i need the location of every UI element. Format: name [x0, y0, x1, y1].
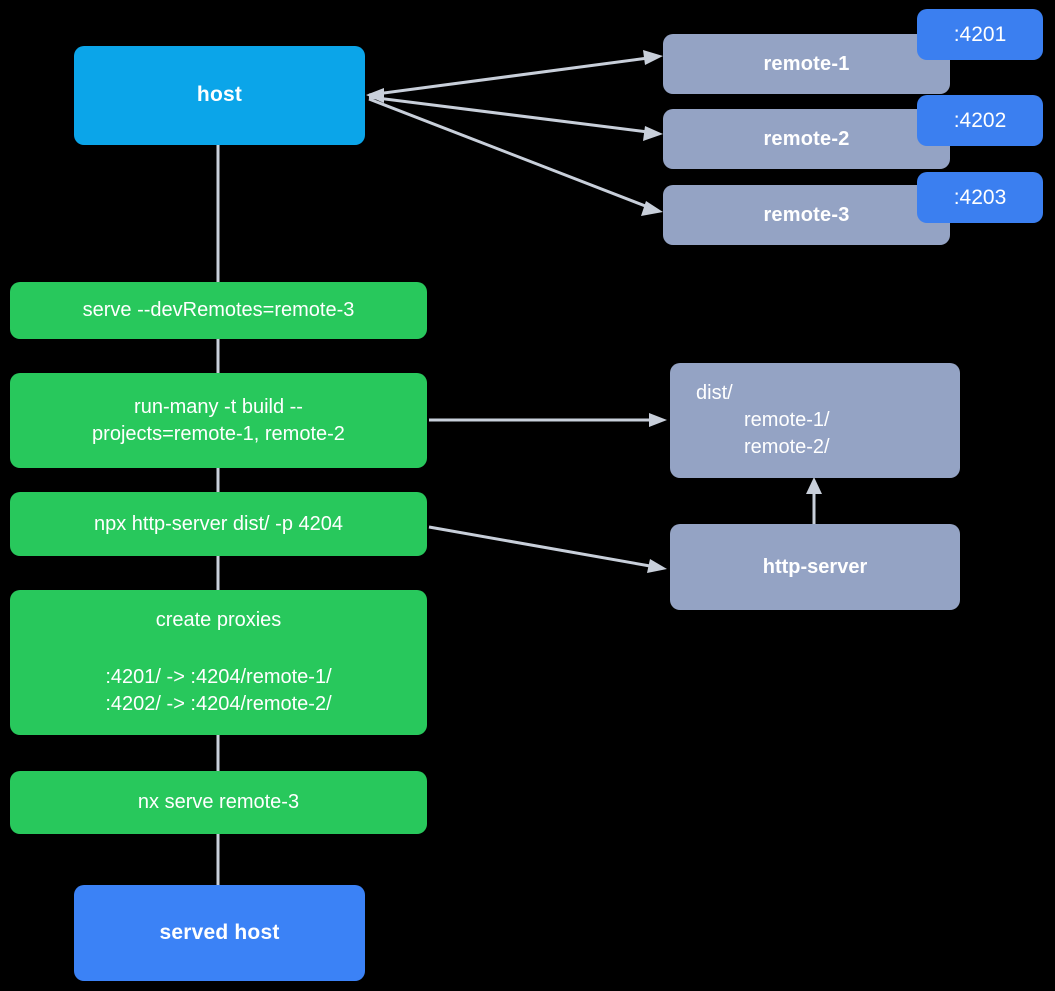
node-remote-2-label: remote-2	[763, 127, 850, 150]
node-served-host-label: served host	[159, 920, 280, 944]
edge-http-server-to-dist	[806, 477, 822, 524]
node-dist-folder-child-2: remote-2/	[744, 436, 830, 458]
port-badge-remote-2[interactable]: :4202	[917, 95, 1043, 146]
command-serve-devremotes[interactable]: serve --devRemotes=remote-3	[10, 282, 427, 339]
command-npx-http-server[interactable]: npx http-server dist/ -p 4204	[10, 492, 427, 556]
port-badge-remote-2-label: :4202	[953, 108, 1007, 132]
edge-head-into-host	[366, 88, 384, 103]
node-host-label: host	[196, 83, 243, 107]
node-host[interactable]: host	[74, 46, 365, 145]
command-npx-http-server-label: npx http-server dist/ -p 4204	[93, 512, 343, 535]
node-remote-2[interactable]: remote-2	[663, 109, 950, 169]
command-run-many-build[interactable]: run-many -t build -- projects=remote-1, …	[10, 373, 427, 468]
port-badge-remote-3[interactable]: :4203	[917, 172, 1043, 223]
edge-host-to-remote-1	[368, 50, 663, 97]
node-remote-3-label: remote-3	[763, 203, 850, 226]
command-run-many-build-line-1: run-many -t build --	[134, 395, 303, 418]
port-badge-remote-1[interactable]: :4201	[917, 9, 1043, 60]
command-create-proxies-line-1: :4201/ -> :4204/remote-1/	[105, 666, 332, 688]
node-http-server-label: http-server	[762, 555, 868, 578]
node-dist-folder-tree: dist/ remote-1/ remote-2/	[670, 380, 960, 461]
command-run-many-build-line-2: projects=remote-1, remote-2	[92, 422, 345, 445]
node-remote-3[interactable]: remote-3	[663, 185, 950, 245]
node-dist-folder[interactable]: dist/ remote-1/ remote-2/	[670, 363, 960, 478]
port-badge-remote-3-label: :4203	[953, 185, 1007, 209]
command-nx-serve-remote-3[interactable]: nx serve remote-3	[10, 771, 427, 834]
edge-run-many-to-dist	[429, 413, 667, 427]
edge-host-to-remote-2	[368, 95, 663, 141]
edge-npx-to-http-server	[428, 525, 667, 573]
node-http-server[interactable]: http-server	[670, 524, 960, 610]
node-served-host[interactable]: served host	[74, 885, 365, 981]
command-create-proxies-line-2: :4202/ -> :4204/remote-2/	[105, 693, 332, 715]
node-dist-folder-child-1: remote-1/	[744, 409, 830, 431]
edge-host-to-remote-3	[368, 97, 663, 216]
node-dist-folder-root: dist/	[696, 382, 733, 404]
command-nx-serve-remote-3-label: nx serve remote-3	[137, 791, 300, 813]
command-create-proxies-title: create proxies	[155, 609, 282, 631]
node-remote-1-label: remote-1	[763, 52, 850, 75]
command-create-proxies[interactable]: create proxies :4201/ -> :4204/remote-1/…	[10, 590, 427, 735]
port-badge-remote-1-label: :4201	[953, 22, 1007, 46]
node-remote-1[interactable]: remote-1	[663, 34, 950, 94]
command-serve-devremotes-label: serve --devRemotes=remote-3	[82, 299, 355, 321]
